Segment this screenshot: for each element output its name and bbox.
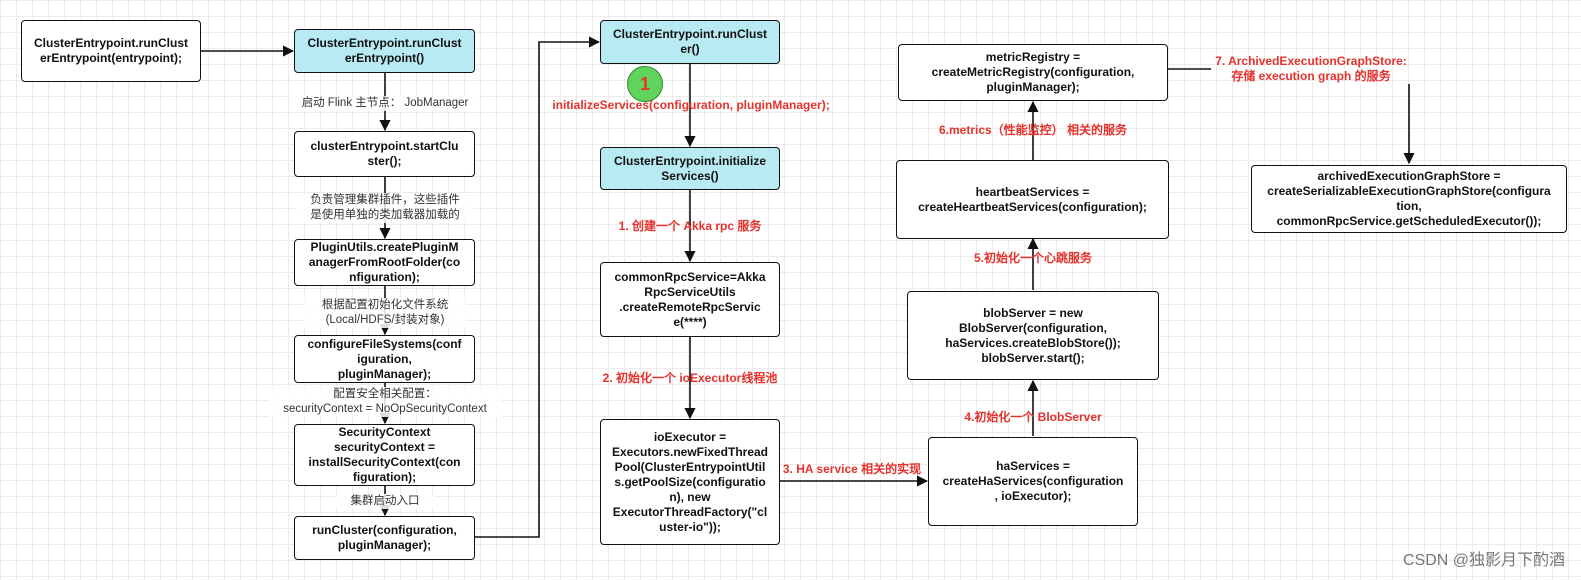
heartbeat-box: heartbeatServices = createHeartbeatServi… — [896, 160, 1169, 239]
step4-label: 4.初始化一个 BlobServer — [964, 410, 1102, 424]
run-cluster-call-box: runCluster(configuration, pluginManager)… — [294, 516, 475, 560]
security-context-box: SecurityContext securityContext = instal… — [294, 424, 475, 486]
archived-store-box: archivedExecutionGraphStore = createSeri… — [1251, 165, 1567, 233]
configure-fs-box: configureFileSystems(conf iguration, plu… — [294, 335, 475, 383]
step1-label: 1. 创建一个 Akka rpc 服务 — [618, 219, 762, 233]
blob-server-box: blobServer = new BlobServer(configuratio… — [907, 291, 1159, 380]
arrow-runcluster-to-clusterrun — [475, 36, 601, 538]
step6-label: 6.metrics（性能监控） 相关的服务 — [938, 123, 1128, 137]
entry-box: ClusterEntrypoint.runClust erEntrypoint(… — [21, 20, 201, 82]
start-cluster-box: clusterEntrypoint.startClu ster(); — [294, 131, 475, 177]
step7-label: 7. ArchivedExecutionGraphStore: 存储 execu… — [1215, 54, 1407, 83]
step-badge-icon: 1 — [627, 66, 663, 102]
start-jobmanager-label: 启动 Flink 主节点： JobManager — [290, 96, 480, 111]
cluster-entry-note-label: 集群启动入口 — [335, 494, 435, 509]
step5-label: 5.初始化一个心跳服务 — [973, 251, 1092, 265]
plugin-manager-box: PluginUtils.createPluginM anagerFromRoot… — [294, 239, 475, 286]
watermark: CSDN @独影月下酌酒 — [1402, 552, 1565, 569]
security-note-label: 配置安全相关配置： securityContext = NoOpSecurity… — [268, 387, 502, 417]
io-executor-box: ioExecutor = Executors.newFixedThread Po… — [600, 419, 780, 545]
metric-registry-box: metricRegistry = createMetricRegistry(co… — [898, 44, 1168, 101]
plugin-note-label: 负责管理集群插件，这些插件 是使用单独的类加载器加载的 — [296, 193, 474, 223]
run-cluster-box: ClusterEntrypoint.runClust er() — [600, 20, 780, 64]
fs-note-label: 根据配置初始化文件系统 (Local/HDFS/封装对象) — [304, 298, 466, 328]
ha-services-box: haServices = createHaServices(configurat… — [928, 437, 1138, 526]
step3-label: 3. HA service 相关的实现 — [782, 462, 922, 476]
initialize-call-label: initializeServices(configuration, plugin… — [552, 98, 830, 112]
initialize-services-box: ClusterEntrypoint.initialize Services() — [600, 147, 780, 190]
step2-label: 2. 初始化一个 ioExecutor线程池 — [602, 371, 778, 385]
common-rpc-box: commonRpcService=Akka RpcServiceUtils .c… — [600, 262, 780, 337]
run-cluster-entrypoint-box: ClusterEntrypoint.runClust erEntrypoint(… — [294, 29, 475, 73]
